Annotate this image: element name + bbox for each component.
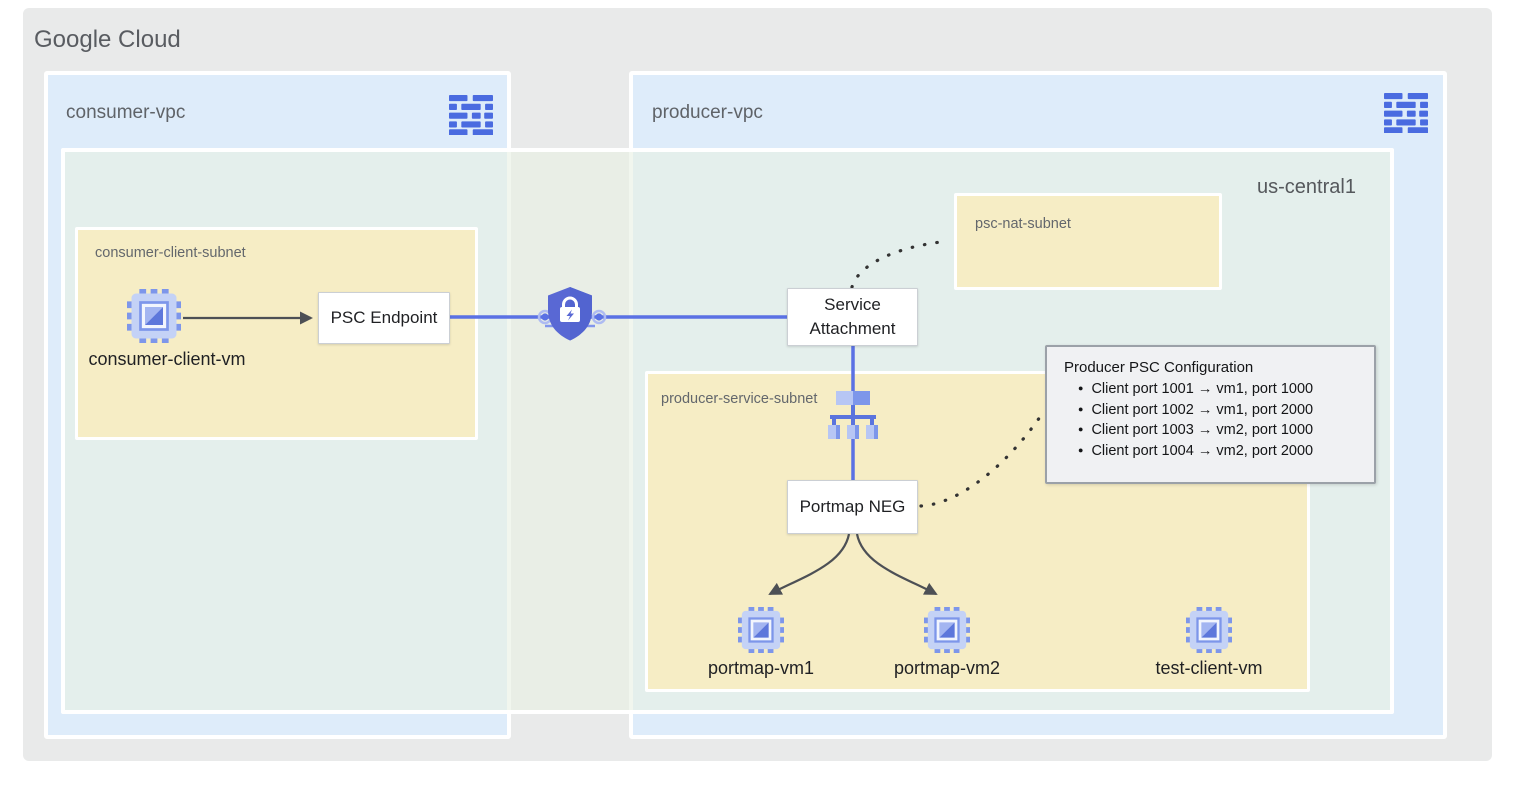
psc-nat-subnet-label: psc-nat-subnet [975,216,1071,232]
compute-engine-icon [738,607,784,653]
vpc-network-icon [1384,93,1428,134]
callout-item-text: Client port 1001 → vm1, port 1000 [1091,381,1314,397]
bullet-icon: ● [1078,383,1084,393]
consumer-client-vm-label: consumer-client-vm [88,349,246,369]
portmap-vm1-label: portmap-vm1 [707,658,815,678]
producer-vpc-label: producer-vpc [652,102,763,123]
service-attachment-label: Service Attachment [809,295,896,338]
bullet-icon: ● [1078,424,1084,434]
psc-endpoint-label: PSC Endpoint [330,308,438,327]
service-attachment-node: Service Attachment [787,288,918,346]
compute-engine-icon [924,607,970,653]
test-client-vm-label: test-client-vm [1155,658,1263,678]
load-balancer-icon [828,391,878,439]
portmap-neg-node: Portmap NEG [787,480,918,534]
callout-item: ● Client port 1001 → vm1, port 1000 [1078,380,1374,401]
producer-service-subnet-label: producer-service-subnet [661,391,818,407]
consumer-vpc-label: consumer-vpc [66,102,186,123]
region-label: us-central1 [1257,176,1356,198]
callout-title: Producer PSC Configuration [1064,359,1254,376]
callout-item-text: Client port 1003 → vm2, port 1000 [1091,422,1314,438]
portmap-vm2-label: portmap-vm2 [893,658,1001,678]
callout-item: ● Client port 1002 → vm1, port 2000 [1078,401,1374,422]
callout-item-text: Client port 1002 → vm1, port 2000 [1091,401,1314,418]
consumer-client-subnet-label: consumer-client-subnet [95,245,246,261]
psc-nat-subnet-box [954,193,1222,290]
psc-endpoint-node: PSC Endpoint [318,292,450,344]
google-cloud-title: Google Cloud [34,26,181,53]
callout-list: ● Client port 1001 → vm1, port 1000 ● Clie… [1078,380,1374,462]
bullet-icon: ● [1078,403,1084,414]
callout-item-text: Client port 1004 → vm2, port 2000 [1091,442,1314,459]
producer-psc-configuration-callout: Producer PSC Configuration ● Client port … [1045,345,1376,484]
bullet-icon: ● [1078,444,1084,455]
compute-engine-icon [127,289,181,343]
compute-engine-icon [1186,607,1232,653]
portmap-neg-label: Portmap NEG [799,497,906,516]
callout-item: ● Client port 1004 → vm2, port 2000 [1078,442,1374,463]
vpc-network-icon [449,95,493,136]
callout-item: ● Client port 1003 → vm2, port 1000 [1078,421,1374,442]
